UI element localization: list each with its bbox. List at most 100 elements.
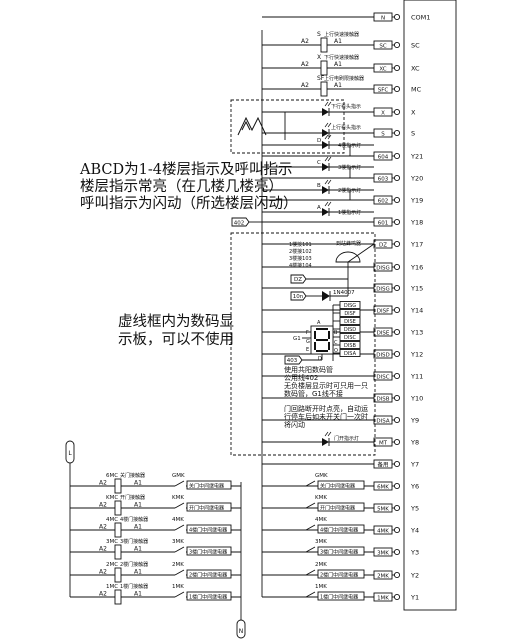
left-coil-name: 开门接触器: [120, 494, 145, 501]
seg-letter: E: [306, 347, 309, 353]
seg-letter: G: [306, 339, 310, 345]
pin-tag-text: XC: [379, 67, 386, 73]
pin-tag-text: DISA: [376, 419, 389, 425]
tag-403-text: 403: [287, 358, 298, 364]
contact-blade: [305, 524, 316, 531]
floor-led-c: [322, 163, 329, 171]
terminal-xc: [393, 64, 401, 72]
right-relay-code: 3MK: [315, 539, 327, 545]
pin-tag-text: MT: [379, 441, 388, 447]
pin-label-x: X: [411, 109, 416, 117]
pin-tag-text: DISD: [376, 353, 390, 359]
contact-blade: [305, 546, 316, 553]
coil-a2: A2: [301, 82, 309, 89]
right-relay-tag-0: [317, 480, 365, 490]
pin-label-y9: Y9: [410, 417, 419, 425]
pin-label-y13: Y13: [410, 329, 423, 337]
left-coil-name: 1楼门接触器: [120, 583, 148, 590]
pin-tag-text: 备用: [377, 461, 388, 469]
terminal-x: [393, 108, 401, 116]
terminal-y18: [393, 218, 401, 226]
top-coil-code: S: [317, 31, 321, 38]
buzzer-floor-note: 4楼接104: [289, 262, 312, 269]
left-a1: A1: [134, 524, 142, 531]
floor-led-letter: A: [317, 205, 321, 211]
tag-10n: [290, 291, 307, 301]
right-relay-code: 1MK: [315, 584, 327, 590]
right-relay-text: 1楼门中间继电器: [320, 594, 358, 601]
pin-tag-text: 601: [378, 221, 389, 227]
pin-label-y3: Y3: [410, 549, 419, 557]
seg-letter: F: [306, 330, 309, 336]
seg-tag-text: DISE: [344, 319, 356, 325]
pin-label-y7: Y7: [410, 461, 419, 469]
coil-a1: A1: [334, 82, 342, 89]
top-coil-name: 上行快速接触器: [324, 31, 359, 38]
relay-tag-text: 3楼门中间继电器: [189, 549, 227, 556]
contact-blade: [174, 569, 185, 576]
left-coil-code: 1MC: [106, 584, 118, 590]
pin-label-y4: Y4: [410, 527, 419, 535]
arrow-display-icon: [237, 116, 267, 136]
tag-g1: G1: [293, 336, 301, 342]
right-relay-code: GMK: [315, 473, 328, 479]
terminal-y9: [393, 416, 401, 424]
pin-label-sc: SC: [411, 42, 420, 50]
up-arrow-label: 上行看头指示: [331, 124, 361, 131]
left-coil-1: [114, 500, 122, 516]
terminal-y15: [393, 284, 401, 292]
left-a2: A2: [99, 524, 107, 531]
contact-blade: [174, 546, 185, 553]
pin-label-mc: MC: [411, 86, 422, 94]
right-relay-text: 2楼门中间继电器: [320, 572, 358, 579]
pin-label-y10: Y10: [410, 395, 423, 403]
relay-tag-text: 1楼门中间继电器: [189, 594, 227, 601]
led-ray: [324, 201, 332, 207]
relay-tag-text: 2楼门中间继电器: [189, 572, 227, 579]
coil-a2: A2: [301, 61, 309, 68]
left-coil-code: 2MC: [106, 562, 118, 568]
diode-label: 1N4007: [333, 290, 355, 296]
arrow-dashed-box: [230, 99, 345, 154]
left-coil-0: [114, 478, 122, 494]
pin-label-y16: Y16: [410, 264, 423, 272]
right-relay-tag-5: [317, 591, 365, 601]
terminal-y12: [393, 350, 401, 358]
terminal-y16: [393, 263, 401, 271]
down-arrow-label: 下行看头指示: [331, 103, 361, 110]
pin-label-y1: Y1: [410, 594, 419, 602]
buzzer-floor-note: 3楼接103: [289, 255, 312, 262]
left-a2: A2: [99, 546, 107, 553]
seg-letter: C: [334, 340, 338, 346]
pin-tag-text: 5MK: [377, 507, 389, 513]
left-a2: A2: [99, 480, 107, 487]
left-coil-code: KMC: [106, 495, 118, 501]
floor-indicator-note: ABCD为1-4楼层指示及呼叫指示 楼层指示常亮（在几楼几楼亮） 呼叫指示为闪动…: [80, 162, 298, 212]
top-coil-code: X: [317, 54, 321, 61]
pin-tag-text: 602: [378, 199, 389, 205]
tag-dz-text: DZ: [294, 277, 302, 283]
relay-tag-2: [186, 524, 232, 534]
relay-tag-3: [186, 546, 232, 556]
floor-led-letter: B: [317, 183, 321, 189]
arrow-display-icon: [241, 120, 251, 131]
seg-tag-text: DISD: [344, 327, 356, 333]
left-coil-3: [114, 544, 122, 560]
terminal-y2: [393, 571, 401, 579]
floor-led-label: 1楼指示灯: [338, 209, 361, 216]
left-coil-name: 关门接触器: [120, 472, 145, 479]
seg-tag-text: DISA: [344, 351, 357, 357]
pin-label-y15: Y15: [410, 285, 423, 293]
display-dashed-box: [230, 232, 376, 456]
left-a1: A1: [134, 480, 142, 487]
controller-block: [403, 0, 457, 611]
left-coil-code: 6MC: [106, 473, 118, 479]
seven-seg-glyph: [314, 328, 330, 352]
pin-label-com1: COM1: [411, 14, 430, 22]
contact-blade: [305, 502, 316, 509]
coil-a2: A2: [301, 38, 309, 45]
terminal-y1: [393, 593, 401, 601]
contact-blade: [174, 502, 185, 509]
pin-tag-text: DISC: [376, 375, 389, 381]
led-ray: [324, 122, 332, 128]
